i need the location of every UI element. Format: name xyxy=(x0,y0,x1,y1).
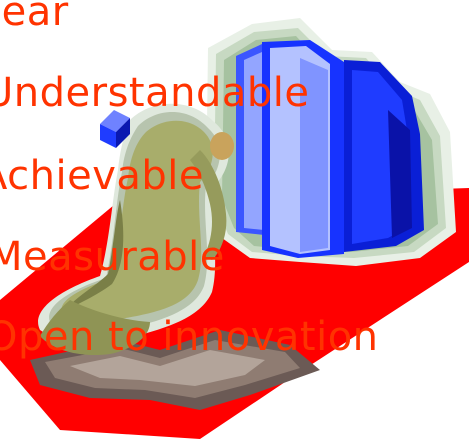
bullet-item-achievable: Achievable xyxy=(0,153,205,199)
blue-cube-right xyxy=(116,118,130,148)
figure-body-shade xyxy=(66,200,124,310)
building-tower-main-shade xyxy=(300,58,328,252)
bullet-item-clear: lear xyxy=(0,0,69,35)
bullet-item-open-to-innovation: Open to innovation xyxy=(0,314,379,360)
figure-legs xyxy=(40,300,150,356)
blue-cube-left xyxy=(100,124,116,148)
blue-cube-top xyxy=(100,110,130,132)
figure-head xyxy=(210,132,234,160)
floor-crack-light xyxy=(70,350,265,386)
figure-arm xyxy=(190,150,227,260)
bullet-item-measurable: Measurable xyxy=(0,234,225,280)
figure-body xyxy=(61,120,213,321)
bullet-item-understandable: Understandable xyxy=(0,70,310,116)
building-tower-right-side xyxy=(388,110,412,238)
